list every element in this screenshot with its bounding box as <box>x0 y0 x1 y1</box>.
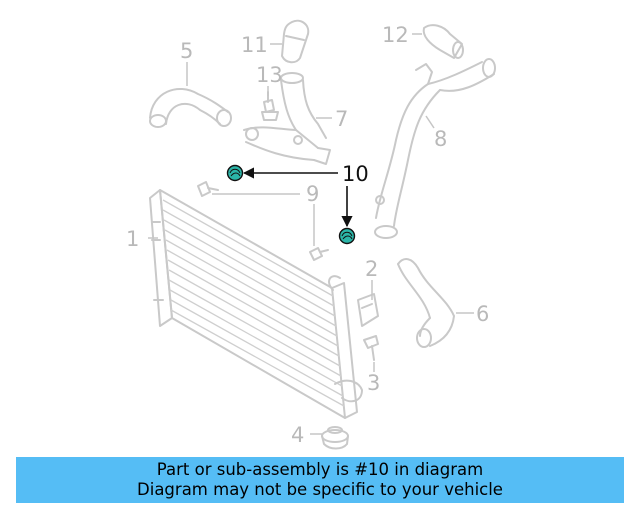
callout-12: 12 <box>382 23 409 47</box>
hose-11-part <box>281 19 310 64</box>
callout-6: 6 <box>476 302 489 326</box>
cap-part <box>321 426 349 450</box>
intercooler-core-part <box>149 189 363 419</box>
bracket-part <box>357 293 379 327</box>
bolt-9-part <box>197 181 329 261</box>
callout-1: 1 <box>126 227 139 251</box>
charge-pipe-8-part <box>374 58 496 239</box>
banner-line-disclaimer: Diagram may not be specific to your vehi… <box>137 480 503 499</box>
callout-11: 11 <box>241 33 268 57</box>
charge-pipe-7-part <box>243 72 331 165</box>
sensor-13-part <box>261 91 279 121</box>
callout-9: 9 <box>306 182 319 206</box>
callout-2: 2 <box>365 257 378 281</box>
leader-8 <box>425 115 435 129</box>
hose-6-part <box>397 258 455 348</box>
hose-12-part <box>422 24 464 59</box>
banner-line-part-number: Part or sub-assembly is #10 in diagram <box>156 460 484 479</box>
callout-8: 8 <box>434 127 447 151</box>
callout-3: 3 <box>367 371 380 395</box>
callout-10: 10 <box>342 162 369 186</box>
hose-5-part <box>149 88 232 128</box>
nut-10-lower-part <box>338 227 356 245</box>
callout-5: 5 <box>180 39 193 63</box>
callout-13: 13 <box>256 63 283 87</box>
nut-10-upper-part <box>226 164 244 182</box>
callout-4: 4 <box>291 423 304 447</box>
diagram-info-banner: Part or sub-assembly is #10 in diagram D… <box>16 457 624 503</box>
parts-diagram: 1 2 3 4 5 6 7 8 9 10 11 12 13 <box>126 19 496 450</box>
callout-7: 7 <box>335 107 348 131</box>
bolt-3-part <box>363 335 379 361</box>
